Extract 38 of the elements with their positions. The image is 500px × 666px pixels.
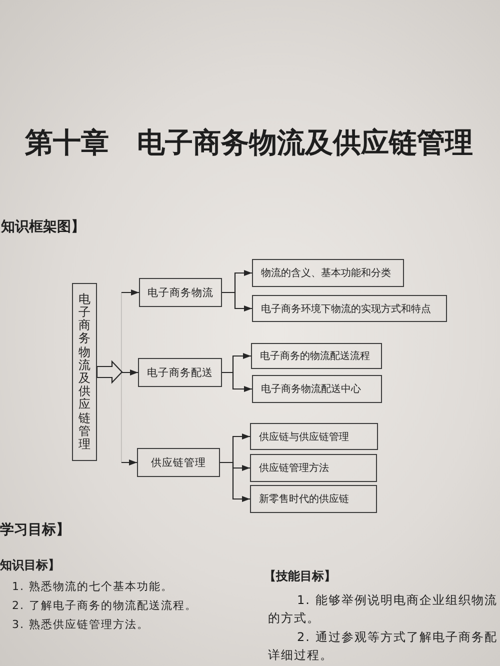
arrow — [121, 370, 138, 376]
topic-text: 供应链与供应链管理 — [259, 430, 349, 444]
body-text: 详细过程。 — [268, 648, 333, 662]
topic-text: 电子商务物流配送中心 — [261, 382, 361, 396]
topic-text: 电子商务配送 — [147, 366, 213, 380]
topic-box — [72, 283, 97, 461]
topic-box — [251, 343, 382, 369]
list-item: 2. 了解电子商务的物流配送流程。 — [12, 599, 197, 612]
topic-box — [250, 454, 377, 482]
topic-text: 物流的含义、基本功能和分类 — [261, 266, 391, 280]
list-item: 2. 通过参观等方式了解电子商务配 — [297, 630, 498, 644]
subsection-heading: 知识目标】 — [0, 558, 60, 572]
topic-text: 供应链管理方法 — [259, 462, 329, 475]
topic-box — [139, 278, 222, 307]
topic-box — [250, 485, 377, 513]
section-heading: 知识框架图】 — [1, 219, 85, 236]
list-item: 3. 熟悉供应链管理方法。 — [12, 618, 149, 632]
topic-box — [252, 375, 382, 403]
topic-box — [252, 295, 447, 322]
topic-box — [138, 358, 222, 387]
topic-box — [137, 448, 220, 477]
topic-text: 新零售时代的供应链 — [259, 492, 349, 506]
list-item: 1. 能够举例说明电商企业组织物流 — [297, 593, 498, 608]
body-text: 的方式。 — [268, 611, 320, 626]
topic-text: 供应链管理 — [151, 456, 206, 470]
section-heading: 学习目标】 — [0, 522, 70, 539]
chapter-title: 第十章 电子商务物流及供应链管理 — [25, 128, 473, 159]
topic-text: 电子商务物流 — [148, 286, 214, 300]
arrow — [220, 462, 250, 502]
arrow — [222, 372, 252, 392]
hollow-arrow — [96, 360, 123, 384]
topic-text: 电子商务环境下物流的实现方式和特点 — [261, 302, 431, 316]
topic-box — [250, 423, 378, 450]
topic-text: 电子商务的物流配送流程 — [260, 350, 370, 363]
topic-text: 电子商务物流及供应链管理 — [78, 292, 90, 452]
topic-box — [252, 259, 404, 287]
list-item: 1. 熟悉物流的七个基本功能。 — [12, 580, 173, 594]
subsection-heading: 【技能目标】 — [264, 569, 336, 584]
